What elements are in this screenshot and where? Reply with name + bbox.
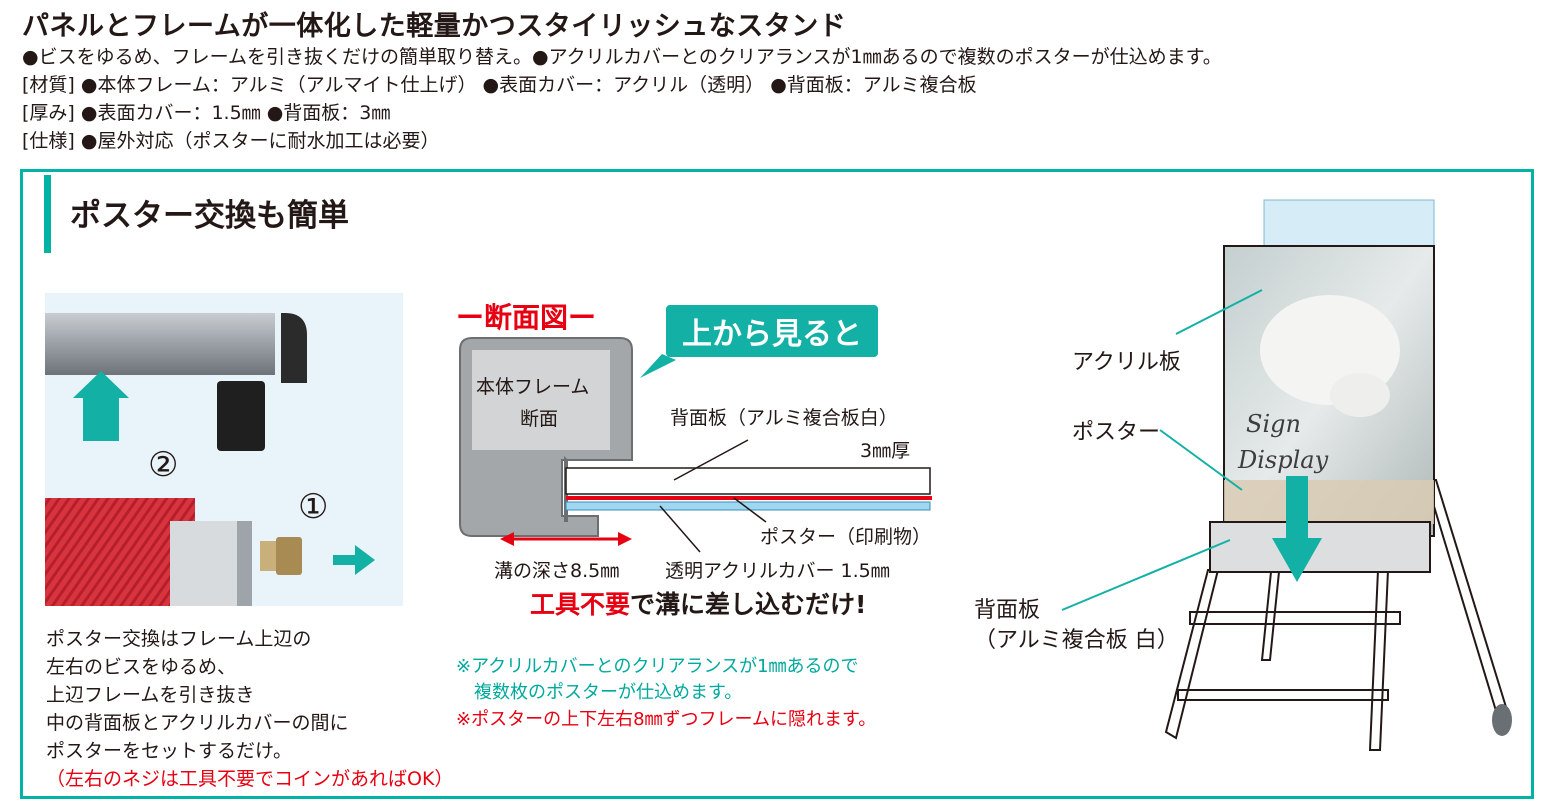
instruction-note: （左右のネジは工具不要でコインがあればOK） bbox=[46, 768, 454, 790]
spec-line-material: [材質] ●本体フレーム：アルミ（アルマイト仕上げ） ●表面カバー：アクリル（透… bbox=[22, 74, 977, 96]
tool-free-text: 工具不要 bbox=[530, 590, 631, 619]
page-title: パネルとフレームが一体化した軽量かつスタイリッシュなスタンド bbox=[22, 11, 847, 42]
frame-disassembly-photo bbox=[45, 293, 403, 606]
spec-line-spec: [仕様] ●屋外対応（ポスターに耐水加工は必要） bbox=[22, 130, 440, 152]
acrylic-cover-label: 透明アクリルカバー 1.5㎜ bbox=[665, 560, 890, 582]
content-panel bbox=[20, 169, 1534, 799]
acrylic-plate bbox=[1263, 199, 1435, 247]
poster-bottom bbox=[1224, 480, 1434, 524]
back-board-label: 背面板 bbox=[974, 598, 1041, 623]
thumb-screw bbox=[260, 541, 276, 571]
poster-label: ポスター bbox=[1072, 420, 1161, 445]
stand-illustration bbox=[1061, 199, 1512, 751]
step2-number: ② bbox=[148, 445, 179, 485]
frame-end-plug bbox=[217, 381, 265, 451]
poster-label: ポスター（印刷物） bbox=[760, 526, 932, 548]
back-board bbox=[565, 467, 931, 495]
frame-inner bbox=[472, 350, 610, 450]
arrow-right-icon bbox=[333, 545, 375, 575]
spec-line-features: ●ビスをゆるめ、フレームを引き抜くだけの簡単取り替え。●アクリルカバーとのクリア… bbox=[22, 46, 1222, 68]
diagram-title: ー断面図ー bbox=[456, 301, 597, 334]
callout-pointer bbox=[640, 354, 676, 378]
sign-text-2: Display bbox=[1238, 446, 1329, 474]
view-from-top-callout: 上から見ると bbox=[666, 305, 878, 357]
rear-leg-foot bbox=[1492, 704, 1512, 736]
clearance-note-2: 複数枚のポスターが仕込めます。 bbox=[456, 682, 743, 703]
tool-free-rest: で溝に差し込むだけ! bbox=[630, 590, 867, 619]
arrow-down-icon bbox=[1272, 476, 1322, 582]
tool-free-slogan: 工具不要で溝に差し込むだけ! bbox=[530, 585, 866, 621]
frame-label: 本体フレーム bbox=[476, 376, 590, 398]
groove-depth-label: 溝の深さ8.5㎜ bbox=[494, 560, 620, 582]
instruction-line: 左右のビスをゆるめ、 bbox=[46, 656, 237, 678]
back-board-label: 背面板（アルミ複合板白） bbox=[670, 407, 898, 429]
back-board-material-label: （アルミ複合板 白） bbox=[974, 628, 1179, 653]
acrylic-cover bbox=[565, 501, 931, 511]
hidden-margin-note: ※ポスターの上下左右8㎜ずつフレームに隠れます。 bbox=[456, 709, 877, 730]
instruction-line: ポスターをセットするだけ。 bbox=[46, 740, 293, 762]
step1-number: ① bbox=[298, 487, 329, 527]
frame-label-section: 断面 bbox=[520, 408, 559, 430]
instruction-line: 中の背面板とアクリルカバーの間に bbox=[46, 712, 349, 734]
cross-section-diagram bbox=[459, 337, 932, 553]
back-board-thickness: 3㎜厚 bbox=[860, 440, 911, 462]
spec-line-thickness: [厚み] ●表面カバー：1.5㎜ ●背面板：3㎜ bbox=[22, 102, 391, 124]
acrylic-plate-label: アクリル板 bbox=[1072, 350, 1181, 375]
instruction-line: 上辺フレームを引き抜き bbox=[46, 684, 255, 706]
arrow-up-icon bbox=[73, 371, 129, 441]
clearance-note: ※アクリルカバーとのクリアランスが1㎜あるので bbox=[456, 656, 859, 677]
sign-text-1: Sign bbox=[1246, 410, 1301, 438]
instruction-line: ポスター交換はフレーム上辺の bbox=[46, 628, 312, 650]
top-frame-bar bbox=[45, 313, 275, 375]
title-accent-bar bbox=[44, 175, 51, 253]
instructions-text: ポスター交換はフレーム上辺の 左右のビスをゆるめ、 上辺フレームを引き抜き 中の… bbox=[46, 625, 453, 793]
panel-title: ポスター交換も簡単 bbox=[70, 198, 349, 234]
frame-end-cap bbox=[245, 313, 307, 383]
back-board-panel bbox=[1209, 521, 1431, 573]
